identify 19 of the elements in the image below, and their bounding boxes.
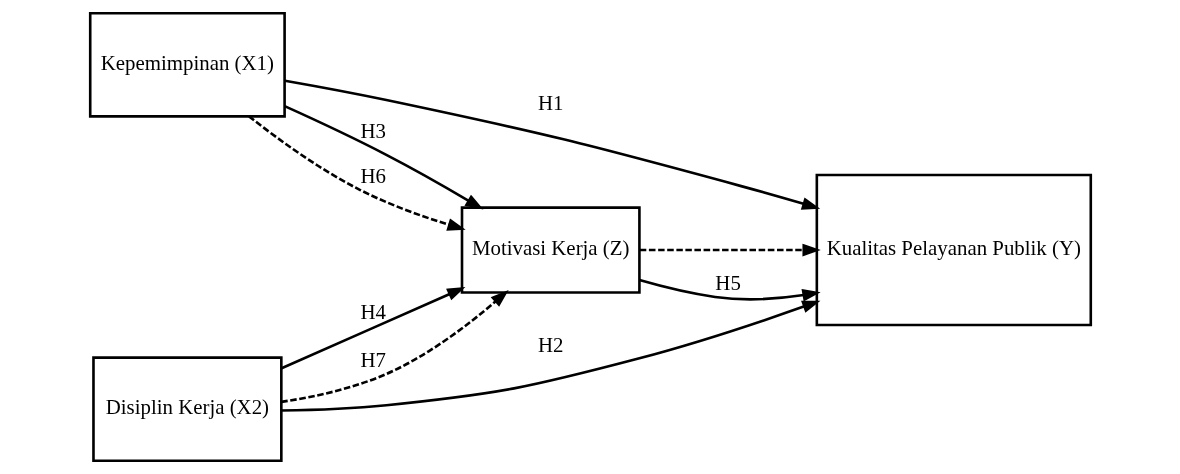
- arrow: [280, 287, 465, 370]
- edge-label: H6: [360, 164, 386, 189]
- arrow: [247, 115, 466, 231]
- arrow: [639, 243, 821, 257]
- arrow: [280, 289, 509, 404]
- edge-label: H5: [714, 271, 741, 296]
- edge-label: H7: [360, 348, 386, 373]
- node-box: Motivasi Kerja (Z): [460, 206, 641, 294]
- node-box: Disiplin Kerja (X2): [91, 356, 283, 463]
- edge-label: H4: [360, 299, 386, 324]
- arrow: [280, 300, 820, 412]
- node-box: Kualitas Pelayanan Publik (Y): [815, 173, 1092, 327]
- node-box: Kepemimpinan (X1): [88, 11, 286, 118]
- arrow: [638, 278, 821, 302]
- edge-label: H1: [537, 91, 563, 116]
- edge-label: H3: [360, 118, 386, 143]
- edge-label: H2: [537, 332, 563, 357]
- arrow: [284, 79, 820, 210]
- arrow: [283, 104, 483, 210]
